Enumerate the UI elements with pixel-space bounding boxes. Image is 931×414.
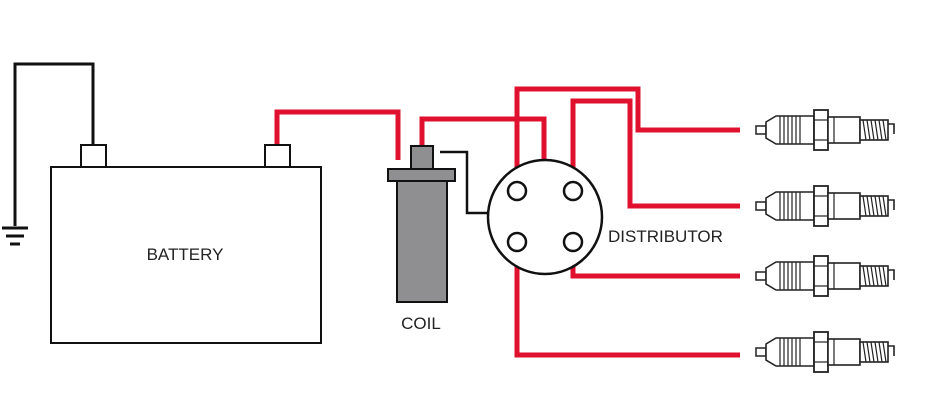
coil-label: COIL	[401, 314, 441, 333]
battery-icon	[50, 144, 322, 344]
battery-positive-terminal	[264, 144, 291, 168]
hot-wires	[274, 86, 740, 358]
plug-wire-1	[514, 86, 740, 189]
battery-negative-terminal	[80, 144, 107, 168]
distributor-post-4	[506, 231, 528, 253]
spark-plug-icon	[755, 255, 895, 297]
distributor-cap-icon	[486, 158, 604, 276]
distributor-label: DISTRIBUTOR	[608, 227, 723, 246]
battery-label: BATTERY	[147, 245, 224, 264]
battery-body	[50, 166, 322, 344]
distributor-post-3	[562, 231, 584, 253]
spark-plug-icon	[755, 331, 895, 373]
ground-wire	[13, 62, 95, 226]
coil-to-distributor-signal-wire	[440, 150, 490, 215]
plug-wire-4	[514, 243, 740, 358]
distributor-post-2	[562, 180, 584, 202]
battery-to-coil-wire	[274, 109, 401, 160]
ignition-coil-icon	[387, 145, 490, 303]
distributor-post-1	[506, 180, 528, 202]
plug-wire-2	[570, 98, 740, 209]
ground-symbol-icon	[2, 226, 28, 246]
plug-wire-3	[570, 243, 740, 279]
spark-plug-icon	[755, 185, 895, 227]
spark-plug-icon	[755, 109, 895, 151]
